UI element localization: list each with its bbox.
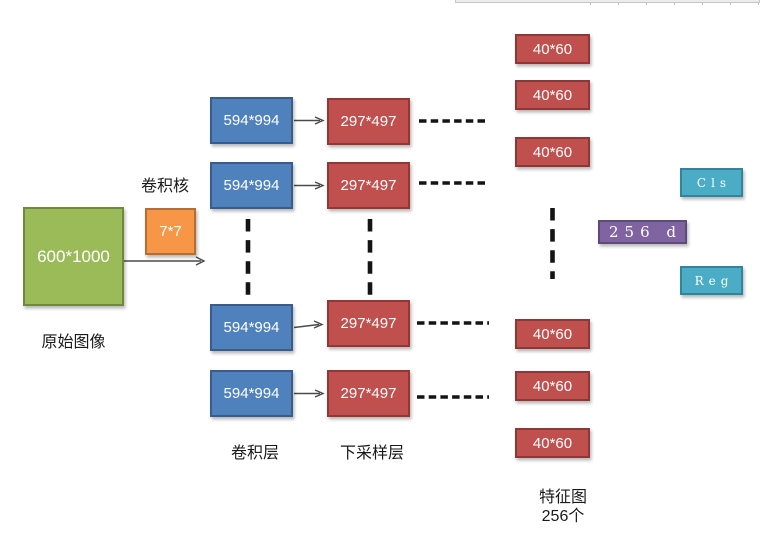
pool-layer-node: 297*497 bbox=[327, 162, 410, 209]
pool-layer-node: 297*497 bbox=[327, 300, 410, 347]
input-arrowhead-icon bbox=[195, 256, 206, 266]
table-tick bbox=[646, 2, 647, 5]
feature-map-caption: 特征图 256个 bbox=[513, 488, 613, 526]
feature-map-caption-line1: 特征图 bbox=[538, 489, 587, 506]
table-tick bbox=[730, 2, 731, 5]
table-tick bbox=[674, 2, 675, 5]
kernel-caption: 卷积核 bbox=[140, 178, 189, 195]
conv-pool-arrowhead-icon bbox=[314, 181, 325, 190]
conv-layer-node: 594*994 bbox=[210, 370, 293, 417]
reg-head-node: Reg bbox=[680, 266, 743, 295]
table-edge-fragment bbox=[455, 0, 760, 5]
pool-layer-caption: 下采样层 bbox=[339, 445, 404, 462]
feature-map-caption-line2: 256个 bbox=[541, 508, 585, 525]
conv-pool-arrowhead-icon bbox=[314, 116, 325, 125]
conv-pool-arrowhead-icon bbox=[314, 389, 325, 398]
pool-layer-node: 297*497 bbox=[327, 370, 410, 417]
conv-layer-caption: 卷积层 bbox=[230, 445, 279, 462]
pool-layer-node: 297*497 bbox=[327, 98, 410, 145]
feature-map-node: 40*60 bbox=[515, 34, 590, 64]
conv-layer-node: 594*994 bbox=[210, 97, 293, 144]
feature-map-node: 40*60 bbox=[515, 428, 590, 458]
table-tick bbox=[590, 2, 591, 5]
kernel-node: 7*7 bbox=[145, 208, 196, 255]
conv-pool-arrow-3 bbox=[293, 323, 320, 329]
cls-head-node: Cls bbox=[680, 168, 743, 197]
fc-vector-node: 256 d bbox=[598, 220, 687, 244]
feature-map-node: 40*60 bbox=[515, 371, 590, 401]
conv-layer-node: 594*994 bbox=[210, 304, 293, 351]
feature-map-node: 40*60 bbox=[515, 137, 590, 167]
feature-map-node: 40*60 bbox=[515, 80, 590, 110]
table-tick bbox=[758, 2, 759, 5]
feature-map-node: 40*60 bbox=[515, 319, 590, 349]
conv-layer-node: 594*994 bbox=[210, 162, 293, 209]
input-image-node: 600*1000 bbox=[23, 207, 124, 306]
table-tick bbox=[702, 2, 703, 5]
table-tick bbox=[618, 2, 619, 5]
input-image-caption: 原始图像 bbox=[41, 334, 106, 351]
conv-pool-arrowhead-icon bbox=[313, 320, 324, 329]
